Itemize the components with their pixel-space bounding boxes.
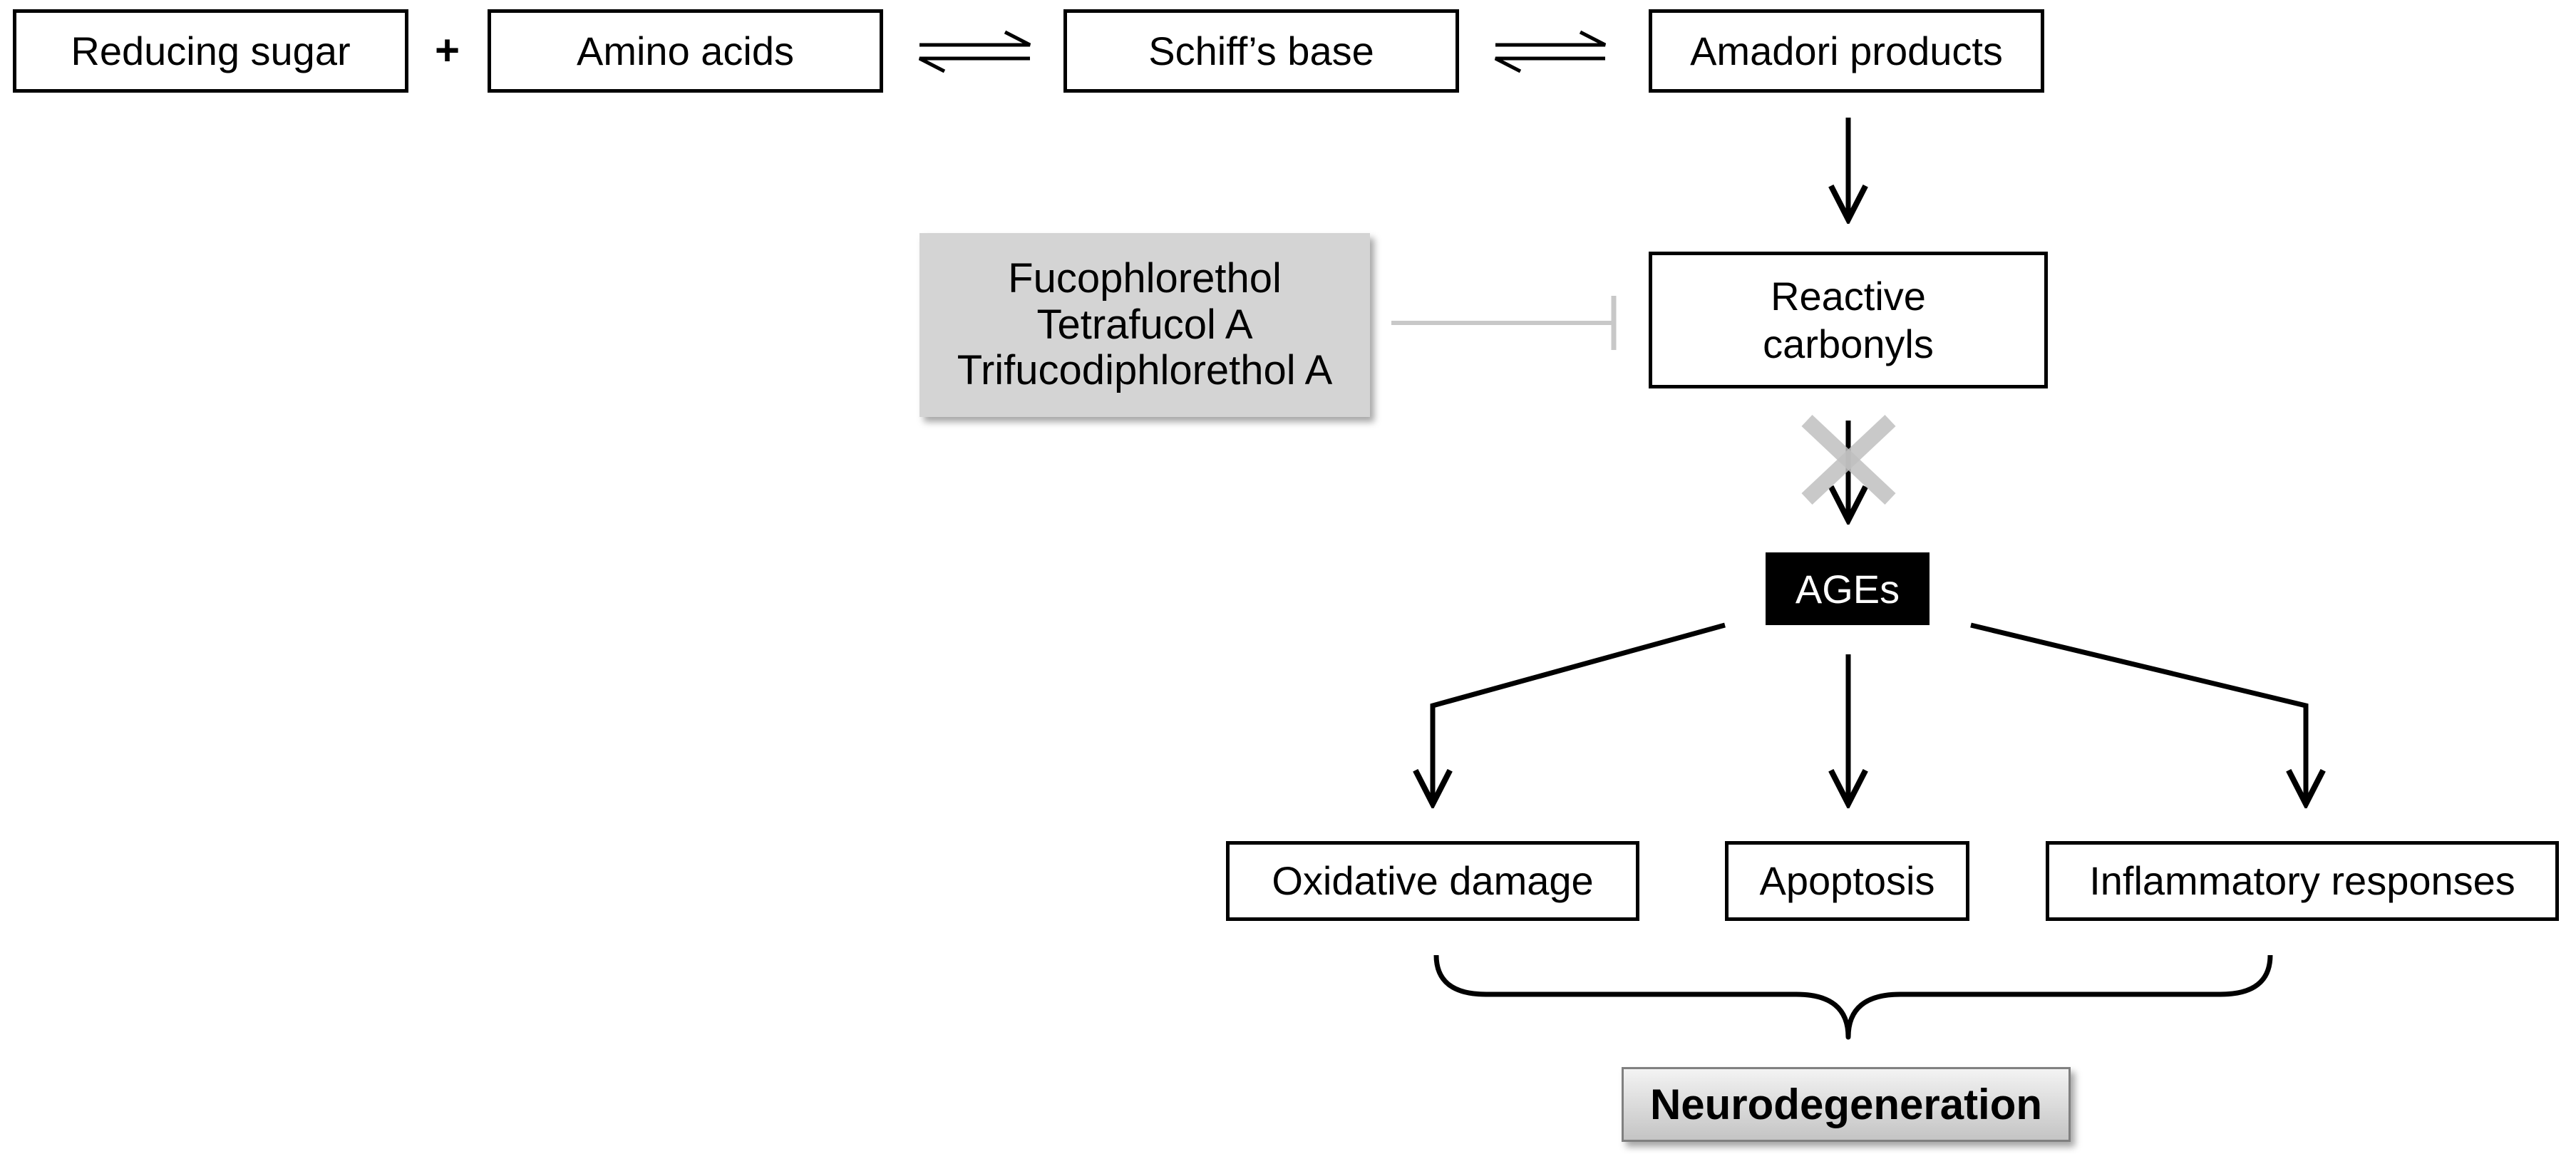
reducing-sugar-box: Reducing sugar xyxy=(13,9,408,93)
reactive-carbonyls-line-1: Reactive xyxy=(1771,273,1926,319)
plus-sign: + xyxy=(417,14,478,86)
schiffs-base-label: Schiff’s base xyxy=(1148,28,1374,73)
apoptosis-label: Apoptosis xyxy=(1759,858,1935,904)
ages-label: AGEs xyxy=(1795,566,1900,612)
apoptosis-box: Apoptosis xyxy=(1725,841,1969,921)
schiffs-base-box: Schiff’s base xyxy=(1063,9,1459,93)
inhibitor-fucophlorethol: Fucophlorethol xyxy=(1008,254,1282,302)
plus-label: + xyxy=(434,26,460,74)
equilibrium-arrow-2 xyxy=(1494,30,1607,73)
neurodegeneration-label: Neurodegeneration xyxy=(1649,1081,2043,1128)
block-cross xyxy=(1801,414,1896,505)
arrow-ages-to-inflammatory-responses xyxy=(1970,622,2306,804)
grouping-brace xyxy=(1433,954,2273,1040)
reactive-carbonyls-line-2: carbonyls xyxy=(1763,321,1934,366)
amadori-products-box: Amadori products xyxy=(1649,9,2044,93)
oxidative-damage-box: Oxidative damage xyxy=(1226,841,1639,921)
amino-acids-box: Amino acids xyxy=(488,9,883,93)
inhibitor-tetrafucol-a: Tetrafucol A xyxy=(1036,301,1253,348)
neurodegeneration-box: Neurodegeneration xyxy=(1622,1067,2071,1142)
amadori-products-label: Amadori products xyxy=(1690,28,2003,73)
inhibition-line xyxy=(1391,296,1617,350)
arrow-ages-to-oxidative-damage xyxy=(1433,622,1726,804)
equilibrium-arrow-1 xyxy=(918,30,1031,73)
inflammatory-responses-box: Inflammatory responses xyxy=(2046,841,2559,921)
ages-box: AGEs xyxy=(1766,552,1930,625)
amino-acids-label: Amino acids xyxy=(576,28,795,73)
reducing-sugar-label: Reducing sugar xyxy=(71,28,351,73)
inflammatory-responses-label: Inflammatory responses xyxy=(2089,858,2515,904)
reactive-carbonyls-box: Reactive carbonyls xyxy=(1649,252,2048,388)
inhibitor-trifucodiphlorethol-a: Trifucodiphlorethol A xyxy=(957,347,1333,394)
inhibitor-compounds-box: Fucophlorethol Tetrafucol A Trifucodiphl… xyxy=(919,233,1370,417)
oxidative-damage-label: Oxidative damage xyxy=(1272,858,1594,904)
